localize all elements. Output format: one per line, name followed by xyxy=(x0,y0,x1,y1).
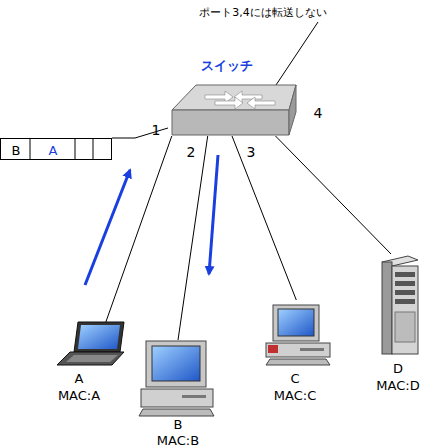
switch-symbol xyxy=(172,85,296,135)
host-node: A MAC:A xyxy=(55,330,130,402)
node-text: A xyxy=(49,143,58,158)
port-number: 4 xyxy=(314,106,323,121)
flow-arrow xyxy=(85,170,130,285)
frame-box: BA xyxy=(0,138,112,160)
node-text: MAC:D xyxy=(376,378,419,393)
node-text: D xyxy=(393,361,403,376)
node-text: A xyxy=(75,371,84,386)
laptop-symbol xyxy=(57,322,124,365)
desktop-symbol xyxy=(139,341,214,416)
switch-box: スイッチ xyxy=(168,56,296,136)
port-number: 1 xyxy=(152,123,161,138)
network-cable xyxy=(103,136,172,330)
node-text: MAC:B xyxy=(157,433,199,448)
pc-symbol xyxy=(266,305,330,365)
flow-arrow xyxy=(209,155,218,274)
port-number: 2 xyxy=(187,145,196,160)
device-heading: スイッチ xyxy=(201,58,253,73)
node-text: MAC:A xyxy=(58,388,100,403)
port-number: 3 xyxy=(247,145,256,160)
server-symbol xyxy=(382,256,418,354)
node-text: B xyxy=(12,143,21,158)
node-text: B xyxy=(174,417,183,432)
host-node: BMAC:B xyxy=(140,340,216,446)
node-text: C xyxy=(290,371,299,386)
node-text: MAC:C xyxy=(274,388,316,403)
host-node: C MAC:C xyxy=(262,300,332,402)
callout-note: ポート3,4には転送しない xyxy=(199,5,327,20)
network-cable xyxy=(178,136,208,340)
server-node: D MAC:D xyxy=(372,254,428,394)
frame-cells xyxy=(30,138,93,160)
network-cable xyxy=(232,136,296,300)
network-cable xyxy=(276,136,392,254)
